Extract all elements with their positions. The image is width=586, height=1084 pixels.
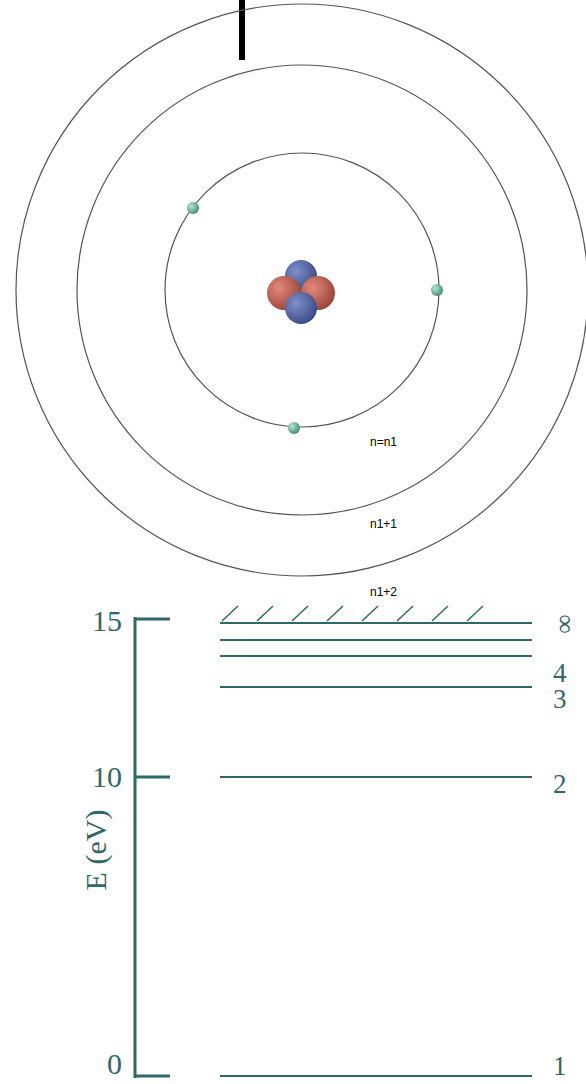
level-line <box>220 622 532 624</box>
orbit <box>77 65 527 515</box>
orbit-label-text: n1+2 <box>370 585 397 599</box>
level-number: ∞ <box>552 614 579 633</box>
level-number-text: 1 <box>553 1051 567 1081</box>
electron <box>187 202 199 214</box>
level-number: 2 <box>553 771 567 798</box>
axis-line <box>134 617 137 1078</box>
continuum-hatch <box>222 606 483 621</box>
tick <box>135 776 170 779</box>
tick-label-text: 0 <box>107 1047 122 1080</box>
level-number-text: 4 <box>553 658 567 688</box>
level-number-text: ∞ <box>551 614 581 633</box>
level-number: 4 <box>553 660 567 687</box>
level-number: 3 <box>553 686 567 713</box>
level-line <box>220 639 532 641</box>
nucleus <box>267 260 335 324</box>
tick <box>135 1075 170 1078</box>
level-line <box>220 776 532 778</box>
orbit <box>165 153 439 427</box>
marker-bar <box>239 0 245 60</box>
tick <box>135 618 170 621</box>
level-number-text: 3 <box>553 684 567 714</box>
level-line <box>220 655 532 657</box>
tick-label: 0 <box>107 1049 122 1079</box>
orbit-label: n=n1 <box>370 436 397 448</box>
orbit-label-text: n1+1 <box>370 517 397 531</box>
electron <box>288 422 300 434</box>
tick-label-text: 10 <box>92 760 122 793</box>
tick-label: 10 <box>92 762 122 792</box>
orbit-label-text: n=n1 <box>370 435 397 449</box>
level-number-text: 2 <box>553 769 567 799</box>
tick-label-text: 15 <box>92 604 122 637</box>
axis-title-text: E (eV) <box>79 810 112 891</box>
level-line <box>220 1075 532 1077</box>
electrons <box>187 202 443 434</box>
orbits <box>16 4 586 576</box>
level-line <box>220 686 532 688</box>
energy-axis <box>135 617 170 1078</box>
orbit-label: n1+1 <box>370 518 397 530</box>
axis-title: E (eV) <box>81 810 111 891</box>
energy-levels <box>220 606 532 1076</box>
electron <box>431 284 443 296</box>
level-number: 1 <box>553 1053 567 1080</box>
orbit <box>16 4 586 576</box>
orbit-label: n1+2 <box>370 586 397 598</box>
tick-label: 15 <box>92 606 122 636</box>
neutron <box>285 292 317 324</box>
